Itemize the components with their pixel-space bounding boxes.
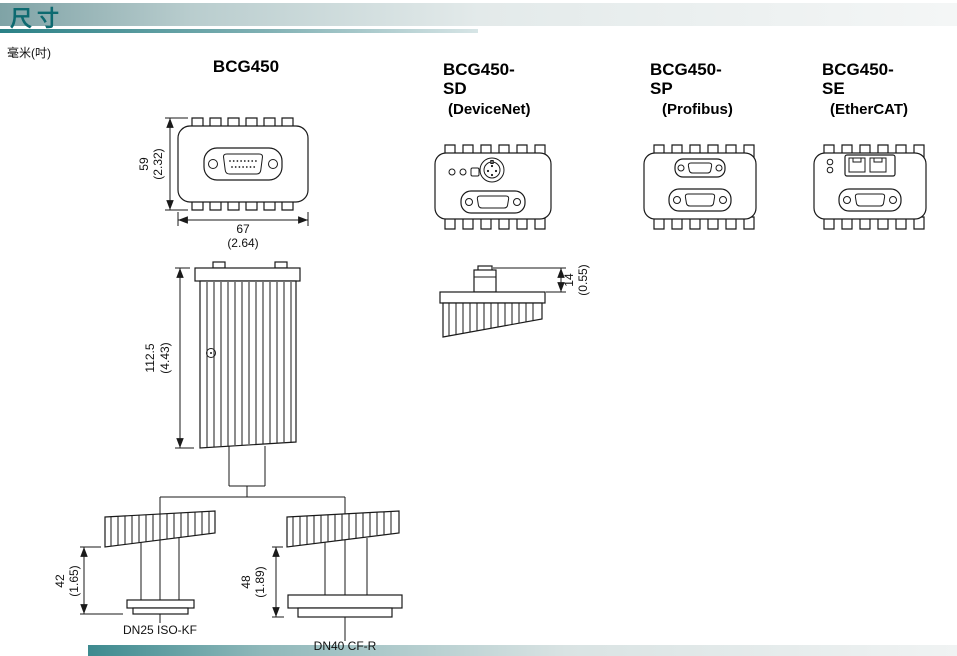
bcg450-se-front-view-drawing [813, 144, 927, 230]
kf-height-dimension: 42 (1.65) [53, 546, 123, 615]
product-name: BCG450 [212, 57, 280, 76]
vacuum-port-tube [228, 446, 266, 487]
dim-front-width-mm: 67 [236, 222, 250, 236]
dim-kf-height-mm: 42 [53, 574, 67, 588]
dim-front-height-mm: 59 [137, 157, 151, 171]
dim-sd-connector-mm: 14 [562, 273, 576, 287]
side-height-dimension: 112.5 (4.43) [143, 267, 194, 449]
bcg450-side-view-drawing: 112.5 (4.43) [143, 261, 301, 487]
product-header-bcg450-sd: BCG450-SD (DeviceNet) [443, 60, 531, 118]
connector-height-dimension: 14 (0.55) [493, 264, 590, 296]
cf-flange-label: DN40 CF-R [314, 639, 377, 653]
product-protocol: (Profibus) [662, 101, 733, 118]
product-name: BCG450-SE [822, 60, 894, 98]
gauge-body-side [194, 261, 301, 449]
header-gradient-bar [0, 3, 957, 26]
dsub9-connector [460, 190, 526, 214]
gauge-body-front [643, 144, 757, 230]
cf-height-dimension: 48 (1.89) [239, 546, 284, 618]
units-label: 毫米(吋) [7, 46, 51, 60]
dim-cf-height-in: (1.89) [253, 566, 267, 597]
header-accent-rule [0, 29, 478, 33]
dim-front-width-in: (2.64) [227, 236, 258, 250]
page-title: 尺寸 [10, 6, 65, 32]
product-protocol: (EtherCAT) [830, 101, 909, 118]
dim-side-height-in: (4.43) [158, 342, 172, 373]
gauge-body-side [439, 291, 546, 338]
product-header-bcg450-se: BCG450-SE (EtherCAT) [822, 60, 908, 118]
front-height-dimension: 59 (2.32) [137, 117, 188, 211]
bcg450-sd-side-view-drawing: 14 (0.55) [439, 264, 590, 338]
status-leds [826, 158, 834, 174]
status-leds [448, 167, 480, 177]
dim-cf-height-mm: 48 [239, 575, 253, 589]
kf-flange-label: DN25 ISO-KF [123, 623, 197, 637]
footer-gradient-bar [88, 645, 957, 656]
kf-option-body [104, 510, 216, 615]
dim-front-height-in: (2.32) [151, 148, 165, 179]
product-protocol: (DeviceNet) [448, 101, 531, 118]
dim-sd-connector-in: (0.55) [576, 264, 590, 295]
rj45-ports [844, 154, 896, 177]
product-header-bcg450: BCG450 [186, 57, 306, 76]
cf-option-body [286, 510, 403, 618]
flange-options-drawing: 42 (1.65) DN25 ISO-KF 48 (1.89) DN40 CF-… [53, 486, 403, 653]
dsub9-connector [838, 188, 902, 212]
dsub9-connector-bottom [668, 188, 732, 212]
bcg450-sp-front-view-drawing [643, 144, 757, 230]
dsub9-connector-top [674, 158, 726, 178]
m12-connector-side [473, 265, 497, 293]
m12-connector [479, 157, 505, 183]
dim-kf-height-in: (1.65) [67, 565, 81, 596]
dsub15-connector [203, 147, 283, 181]
product-name: BCG450-SD [443, 60, 515, 98]
dim-side-height-mm: 112.5 [143, 343, 157, 372]
front-width-dimension: 67 (2.64) [177, 212, 309, 250]
product-header-bcg450-sp: BCG450-SP (Profibus) [650, 60, 736, 118]
bcg450-sd-front-view-drawing [434, 144, 552, 230]
bcg450-front-view-drawing: 59 (2.32) 67 (2.64) [137, 117, 309, 250]
product-name: BCG450-SP [650, 60, 722, 98]
branch-lines [159, 486, 346, 641]
